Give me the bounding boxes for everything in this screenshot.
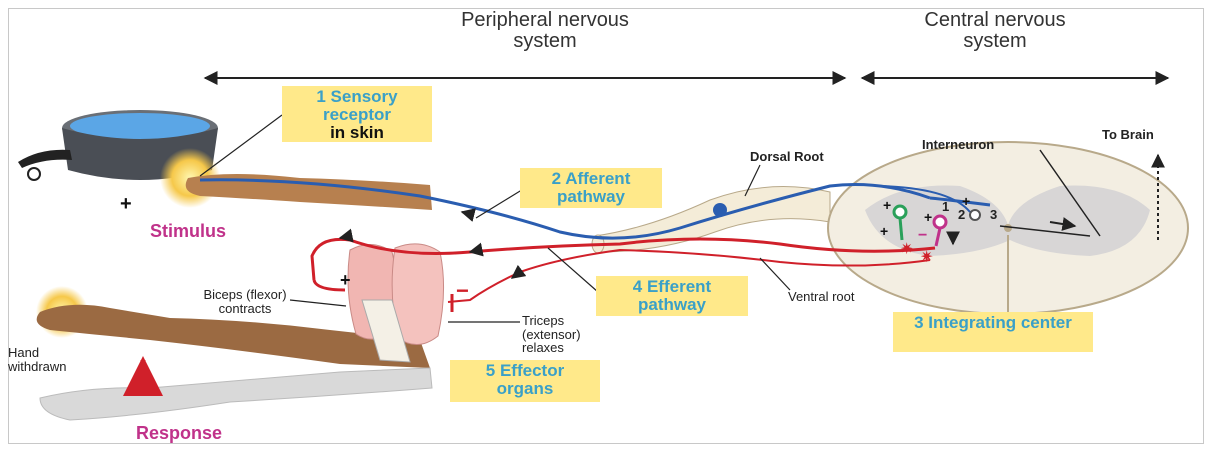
ghost-arm xyxy=(40,368,432,420)
svg-text:+: + xyxy=(924,209,932,225)
svg-text:−: − xyxy=(918,227,927,244)
central-nervous-system-heading: Central nervous system xyxy=(920,10,1070,52)
in-skin-text: in skin xyxy=(288,124,426,142)
integrating-center-label: 3 Integrating center xyxy=(893,312,1093,352)
svg-text:+: + xyxy=(880,223,888,239)
svg-text:+: + xyxy=(120,193,132,215)
afferent-pathway-label: 2 Afferent pathway xyxy=(520,168,662,208)
svg-text:+: + xyxy=(883,197,891,213)
response-label: Response xyxy=(136,424,222,443)
synapse-star-icon: ✷ xyxy=(920,247,933,266)
dorsal-root-ganglion xyxy=(713,203,727,217)
hand-withdrawn-label: Hand withdrawn xyxy=(8,346,88,373)
peripheral-nervous-system-heading: Peripheral nervous system xyxy=(455,10,635,52)
stimulus-label: Stimulus xyxy=(150,222,226,241)
number-3-label: 3 xyxy=(990,208,997,222)
interneuron-label: Interneuron xyxy=(922,138,994,152)
to-brain-label: To Brain xyxy=(1102,128,1154,142)
svg-text:+: + xyxy=(340,270,351,290)
sensory-receptor-text: 1 Sensory receptor xyxy=(288,88,426,124)
biceps-label: Biceps (flexor) contracts xyxy=(200,288,290,315)
number-2-label: 2 xyxy=(958,208,965,222)
svg-text:−: − xyxy=(456,278,469,303)
efferent-pathway-label: 4 Efferent pathway xyxy=(596,276,748,316)
synapse-star-icon: ✷ xyxy=(900,239,913,258)
dorsal-root-label: Dorsal Root xyxy=(750,150,824,164)
number-1-label: 1 xyxy=(942,200,949,214)
triceps-label: Triceps (extensor) relaxes xyxy=(522,314,612,355)
sensory-receptor-label: 1 Sensory receptor in skin xyxy=(282,86,432,142)
ventral-root-label: Ventral root xyxy=(788,290,855,304)
effector-organs-label: 5 Effector organs xyxy=(450,360,600,402)
